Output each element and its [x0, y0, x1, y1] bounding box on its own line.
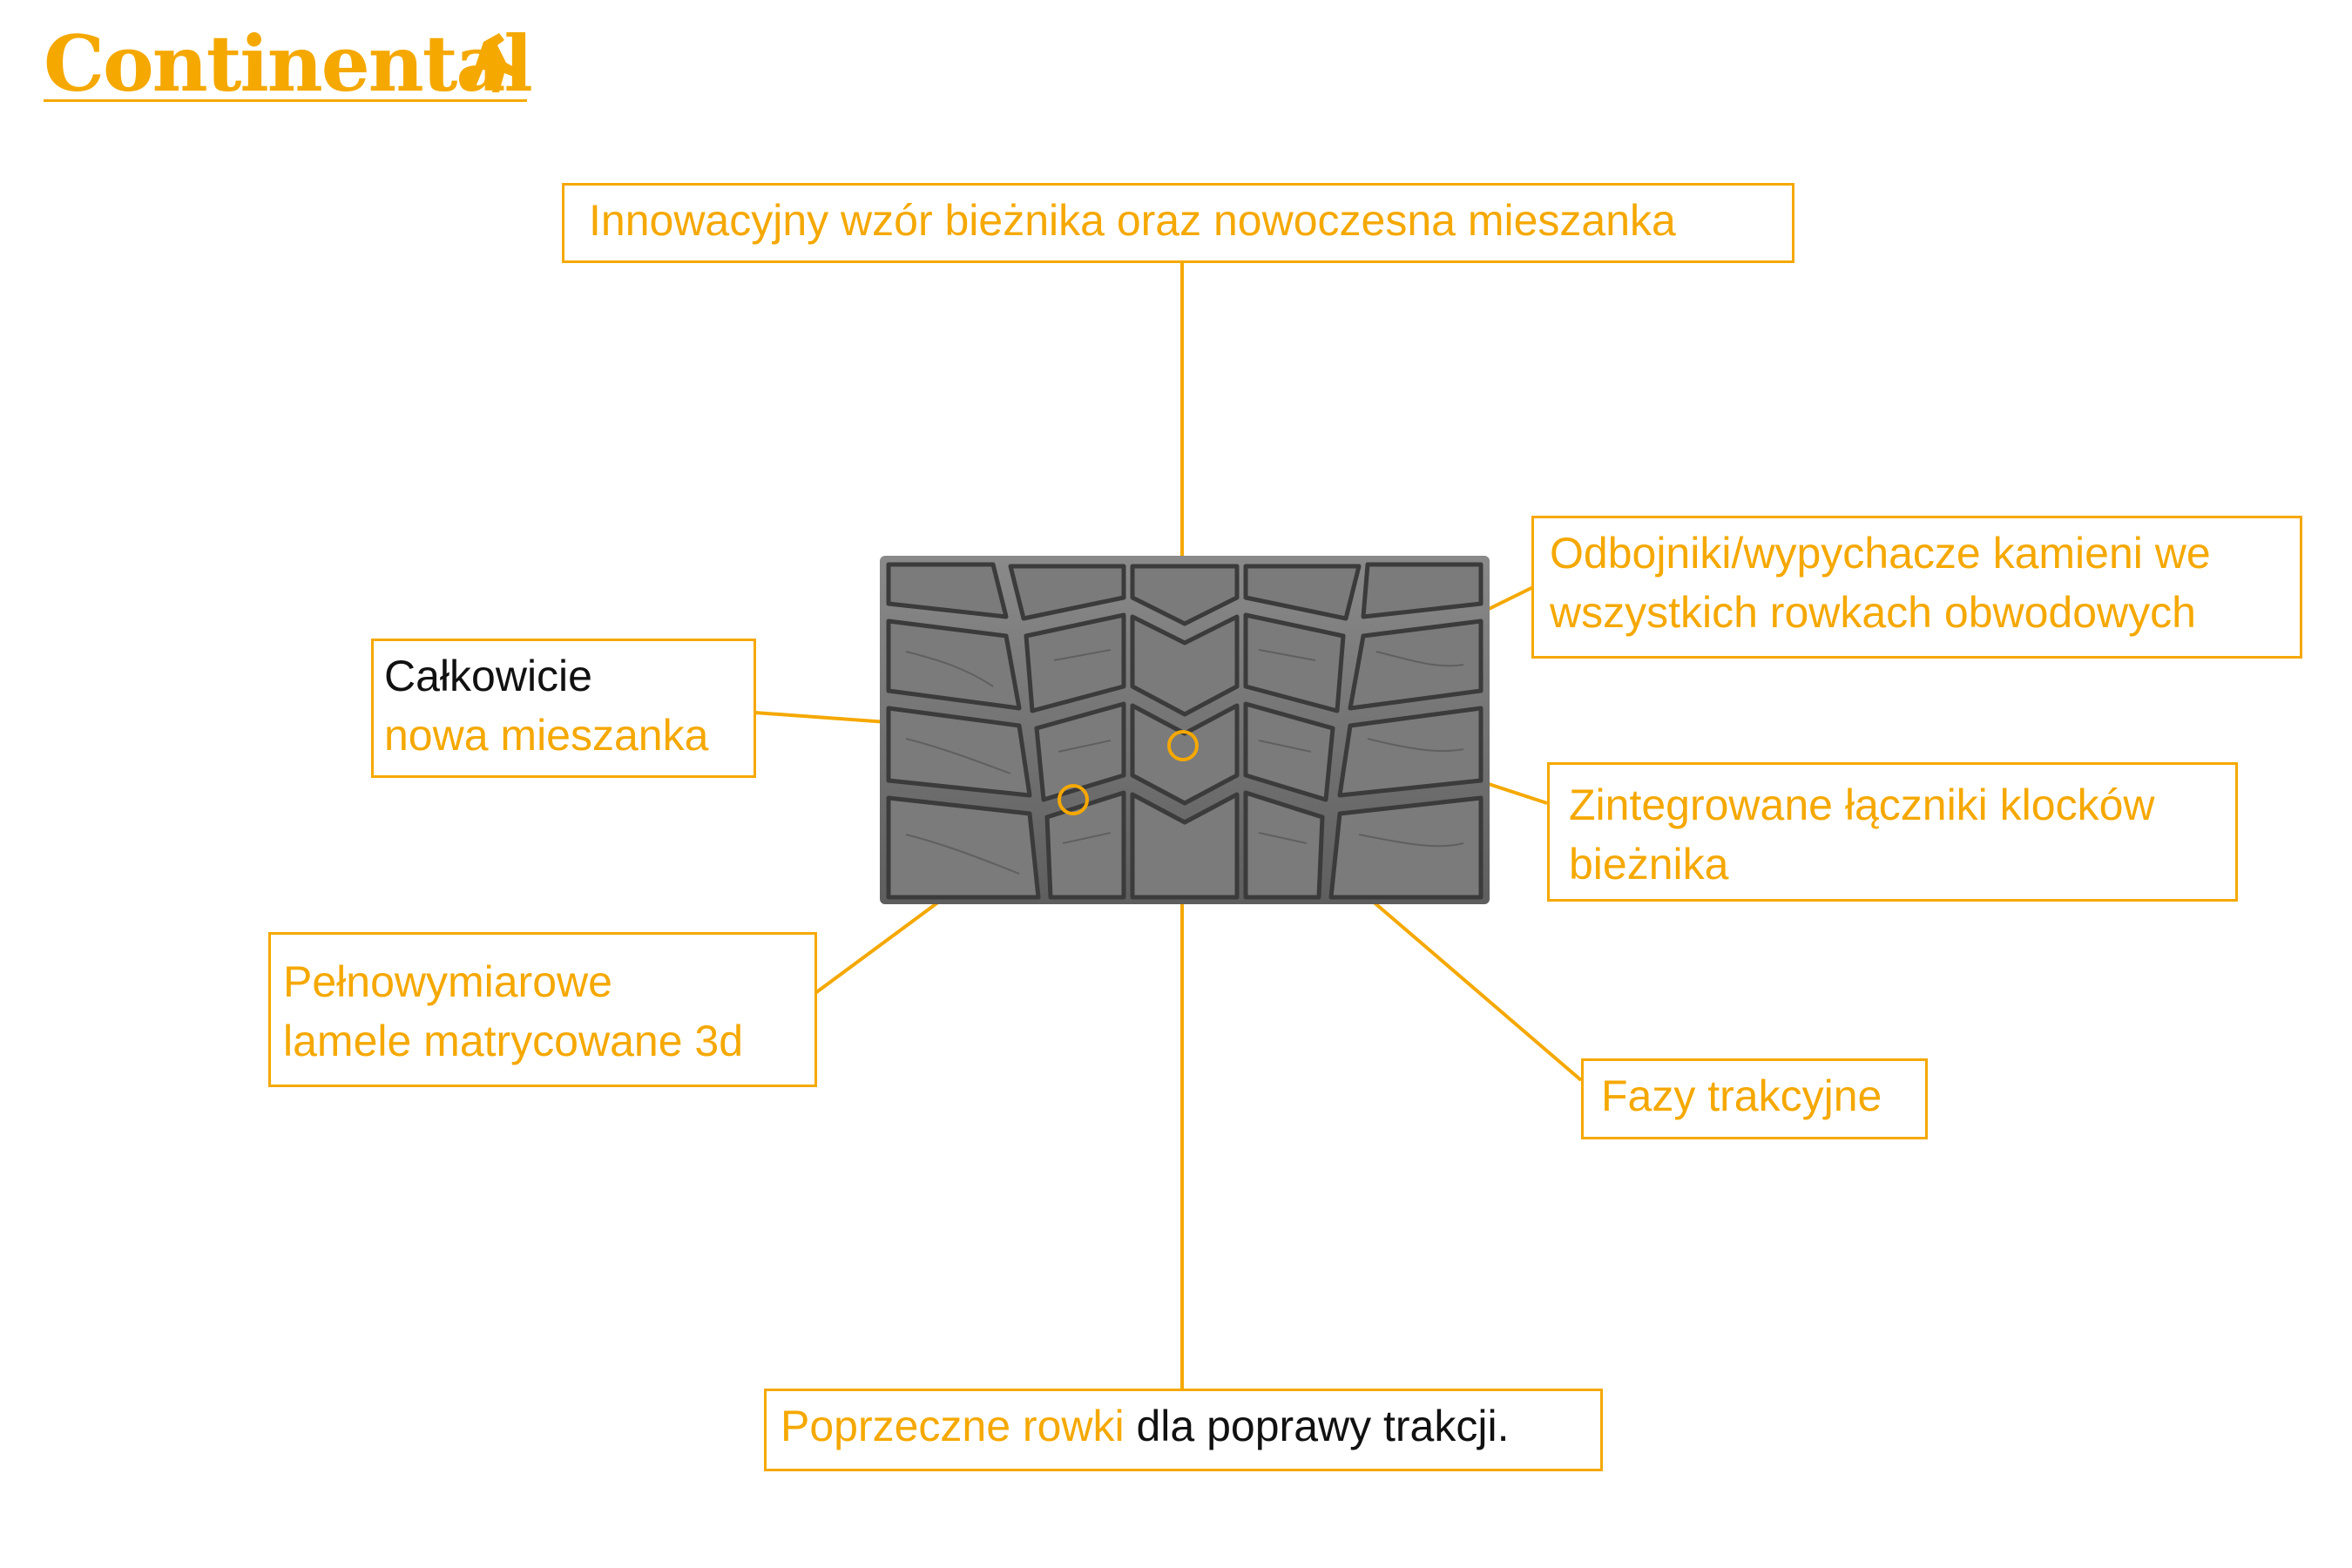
callout-bottom-part1: Poprzeczne rowki — [781, 1402, 1125, 1450]
callout-bottom-part2: dla poprawy trakcji. — [1124, 1402, 1510, 1450]
callout-right-upper-line1: Odbojniki/wypychacze kamieni we — [1550, 529, 2211, 578]
logo-underline — [44, 99, 527, 102]
callout-right-middle-line1: Zintegrowane łączniki klocków — [1569, 781, 2155, 829]
callout-right-lower: Fazy trakcyjne — [1581, 1058, 1928, 1139]
tire-tread-image — [880, 556, 1490, 904]
callout-bottom: Poprzeczne rowki dla poprawy trakcji. — [764, 1389, 1603, 1471]
logo-wordmark: Continental — [44, 18, 531, 109]
callout-left-upper: Całkowicie nowa mieszanka — [371, 639, 756, 778]
callout-left-lower-line1: Pełnowymiarowe — [283, 957, 612, 1006]
continental-logo: Continental — [44, 18, 533, 109]
callout-left-upper-line1: Całkowicie — [384, 652, 592, 700]
callout-left-lower-line2: lamele matrycowane 3d — [283, 1017, 744, 1065]
callout-top: Innowacyjny wzór bieżnika oraz nowoczesn… — [562, 183, 1794, 263]
callout-left-lower: Pełnowymiarowe lamele matrycowane 3d — [268, 932, 817, 1087]
callout-right-upper-line2: wszystkich rowkach obwodowych — [1550, 588, 2196, 637]
callout-right-middle: Zintegrowane łączniki klocków bieżnika — [1547, 762, 2238, 902]
callout-right-middle-line2: bieżnika — [1569, 840, 1729, 889]
callout-left-upper-line2: nowa mieszanka — [384, 711, 709, 760]
callout-right-lower-text: Fazy trakcyjne — [1601, 1071, 1882, 1120]
marker-compound — [1167, 730, 1199, 761]
horse-icon — [468, 33, 522, 92]
marker-sipes — [1058, 784, 1089, 815]
callout-top-text: Innowacyjny wzór bieżnika oraz nowoczesn… — [589, 196, 1676, 245]
callout-right-upper: Odbojniki/wypychacze kamieni we wszystki… — [1531, 516, 2302, 659]
